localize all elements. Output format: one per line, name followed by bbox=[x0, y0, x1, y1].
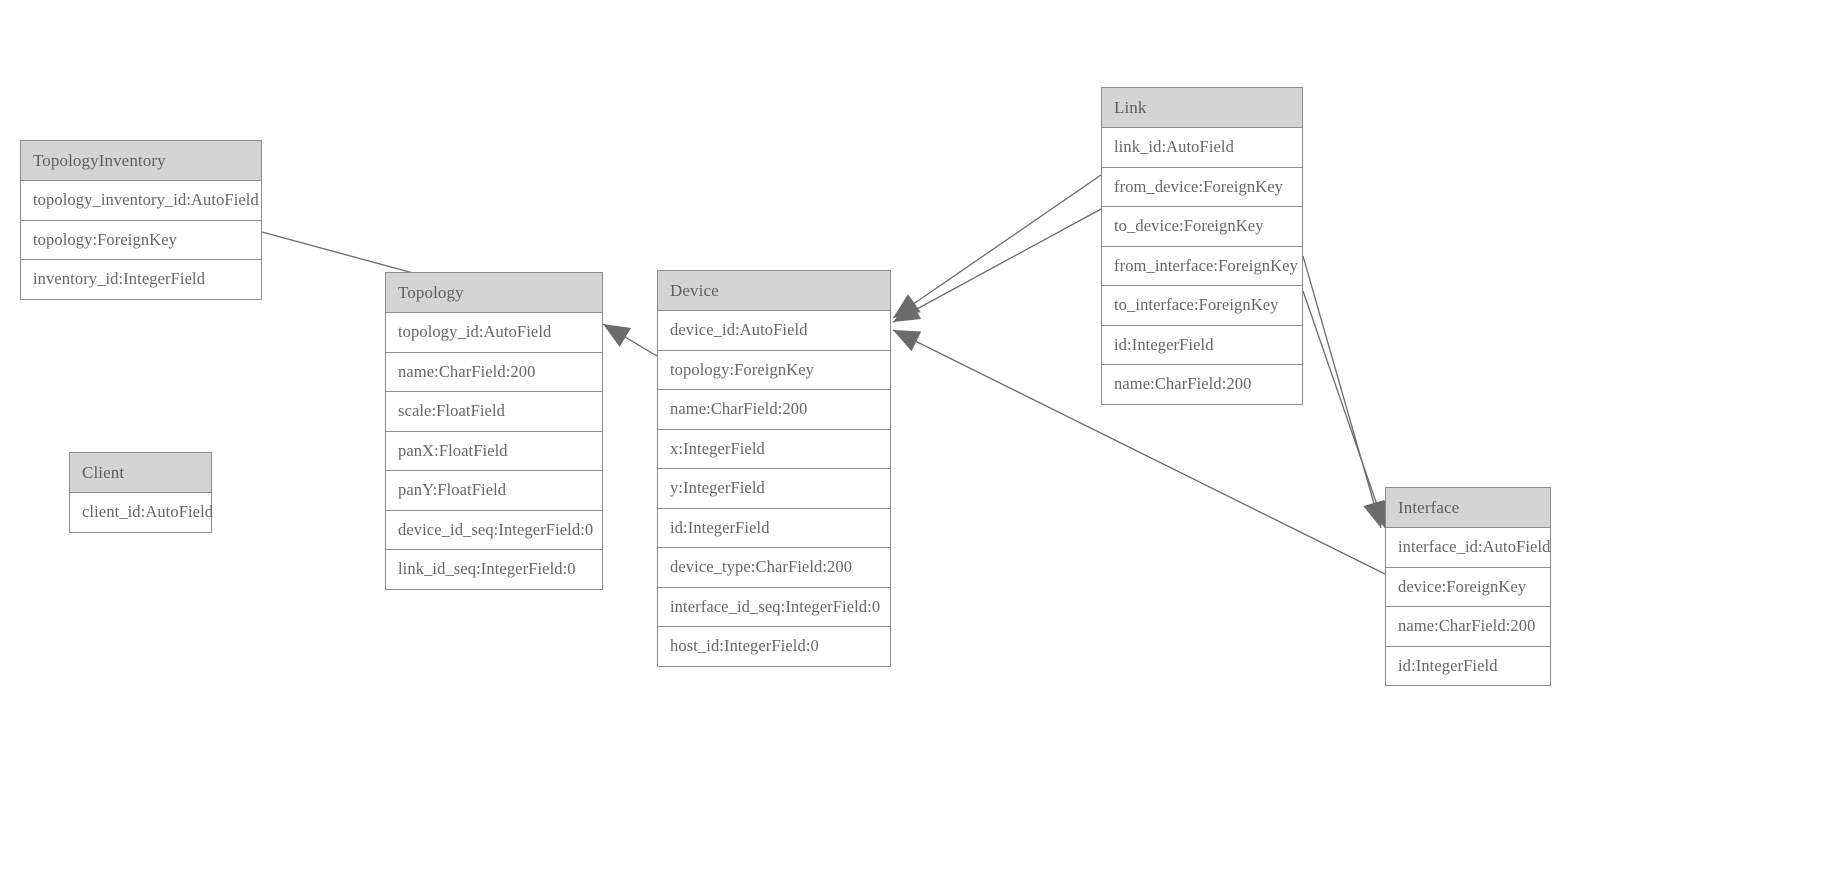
relationship-link-from-device bbox=[892, 174, 1102, 319]
relationship-arrowhead bbox=[893, 294, 921, 318]
entity-field-row[interactable]: host_id:IntegerField:0 bbox=[658, 627, 890, 666]
entity-title-topology: Topology bbox=[386, 273, 602, 313]
entity-field-row[interactable]: device:ForeignKey bbox=[1386, 567, 1550, 607]
relationship-arrowhead bbox=[893, 299, 922, 322]
entity-field-row[interactable]: from_device:ForeignKey bbox=[1102, 167, 1302, 207]
entity-field-row[interactable]: scale:FloatField bbox=[386, 392, 602, 432]
entity-field-row[interactable]: client_id:AutoField bbox=[70, 493, 213, 532]
entity-field-row[interactable]: panY:FloatField bbox=[386, 471, 602, 511]
entity-field-row[interactable]: interface_id:AutoField bbox=[1386, 528, 1550, 568]
entity-field-row[interactable]: link_id_seq:IntegerField:0 bbox=[386, 550, 602, 589]
entity-field-row[interactable]: id:IntegerField bbox=[1102, 325, 1302, 365]
relationship-line bbox=[602, 323, 658, 357]
entity-field-row[interactable]: id:IntegerField bbox=[1386, 646, 1550, 685]
relationship-line bbox=[1302, 255, 1382, 529]
entity-field-row[interactable]: device_type:CharField:200 bbox=[658, 548, 890, 588]
relationship-line bbox=[892, 208, 1102, 323]
entity-field-row[interactable]: panX:FloatField bbox=[386, 431, 602, 471]
entity-title-client: Client bbox=[70, 453, 211, 493]
relationship-arrowhead bbox=[1366, 499, 1387, 528]
relationship-link-to-interface bbox=[1302, 290, 1387, 529]
entity-field-row[interactable]: device_id:AutoField bbox=[658, 311, 890, 351]
relationship-line bbox=[892, 174, 1102, 319]
entity-title-topologyinventory: TopologyInventory bbox=[21, 141, 261, 181]
entity-title-link: Link bbox=[1102, 88, 1302, 128]
entity-field-row[interactable]: name:CharField:200 bbox=[1102, 365, 1302, 404]
relationship-arrowhead bbox=[1363, 499, 1385, 528]
entity-title-interface: Interface bbox=[1386, 488, 1550, 528]
relationship-link-to-device bbox=[892, 208, 1102, 323]
entity-field-row[interactable]: topology_id:AutoField bbox=[386, 313, 602, 353]
entity-field-row[interactable]: topology:ForeignKey bbox=[21, 220, 261, 260]
entity-field-row[interactable]: inventory_id:IntegerField bbox=[21, 260, 261, 299]
entity-field-row[interactable]: interface_id_seq:IntegerField:0 bbox=[658, 587, 890, 627]
entity-field-row[interactable]: from_interface:ForeignKey bbox=[1102, 246, 1302, 286]
entity-field-row[interactable]: to_interface:ForeignKey bbox=[1102, 286, 1302, 326]
entity-field-row[interactable]: device_id_seq:IntegerField:0 bbox=[386, 510, 602, 550]
entity-field-row[interactable]: link_id:AutoField bbox=[1102, 128, 1302, 168]
entity-field-row[interactable]: x:IntegerField bbox=[658, 429, 890, 469]
entity-field-row[interactable]: name:CharField:200 bbox=[1386, 607, 1550, 647]
entity-field-row[interactable]: topology:ForeignKey bbox=[658, 350, 890, 390]
entity-field-row[interactable]: name:CharField:200 bbox=[658, 390, 890, 430]
entity-title-device: Device bbox=[658, 271, 890, 311]
entity-field-row[interactable]: to_device:ForeignKey bbox=[1102, 207, 1302, 247]
relationship-link-from-interface bbox=[1302, 255, 1385, 529]
entity-field-row[interactable]: name:CharField:200 bbox=[386, 352, 602, 392]
relationship-line bbox=[1302, 290, 1386, 529]
entity-field-row[interactable]: topology_inventory_id:AutoField bbox=[21, 181, 261, 221]
relationship-arrowhead bbox=[603, 324, 631, 347]
relationship-device-topology bbox=[602, 323, 658, 357]
entity-field-row[interactable]: id:IntegerField bbox=[658, 508, 890, 548]
relationship-arrowhead bbox=[893, 330, 922, 352]
entity-field-row[interactable]: y:IntegerField bbox=[658, 469, 890, 509]
